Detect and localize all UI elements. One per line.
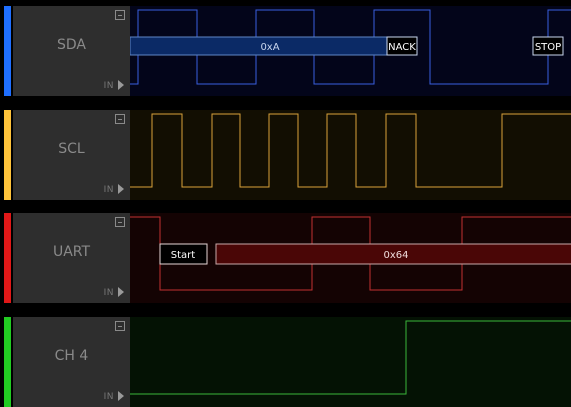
collapse-icon[interactable] — [115, 321, 125, 331]
collapse-icon[interactable] — [115, 217, 125, 227]
waveform-sda: 0xA NACK STOP — [130, 6, 571, 96]
channel-label-box[interactable]: UART IN — [13, 213, 130, 303]
signal-trace — [130, 9, 571, 85]
channel-label-box[interactable]: SCL IN — [13, 110, 130, 200]
signal-trace — [130, 320, 571, 395]
expand-arrow-icon[interactable] — [118, 391, 124, 401]
decode-text-nack: NACK — [388, 42, 416, 53]
channel-color-bar — [4, 6, 11, 96]
signal-trace — [130, 113, 571, 188]
channel-color-bar — [4, 110, 11, 200]
collapse-icon[interactable] — [115, 114, 125, 124]
collapse-icon[interactable] — [115, 10, 125, 20]
waveform-background — [130, 317, 571, 407]
waveform-scl — [130, 110, 571, 200]
channel-label-box[interactable]: SDA IN — [13, 6, 130, 96]
channel-scl: SCL IN — [0, 110, 571, 200]
decode-text-stop: STOP — [535, 42, 561, 53]
waveform-uart: Start 0x64 — [130, 213, 571, 303]
channel-color-bar — [4, 317, 11, 407]
channel-uart: UART IN Start 0x64 — [0, 213, 571, 303]
expand-arrow-icon[interactable] — [118, 184, 124, 194]
decode-bus-0xa — [130, 36, 388, 56]
channel-ch4: CH 4 IN — [0, 317, 571, 407]
decode-tag-nack — [386, 36, 418, 56]
channel-name: SCL — [58, 141, 85, 157]
decode-text-0xa: 0xA — [260, 42, 279, 53]
channel-color-bar — [4, 213, 11, 303]
decode-tag-stop — [532, 36, 564, 56]
expand-arrow-icon[interactable] — [118, 287, 124, 297]
waveform-ch4 — [130, 317, 571, 407]
input-label: IN — [103, 288, 114, 298]
decode-text-start: Start — [171, 250, 196, 261]
decode-text-0x64: 0x64 — [383, 250, 408, 261]
decode-tag-start — [159, 243, 208, 265]
input-label: IN — [103, 392, 114, 402]
channel-name: UART — [52, 244, 91, 260]
channel-label-box[interactable]: CH 4 IN — [13, 317, 130, 407]
channel-name: SDA — [57, 37, 86, 53]
input-label: IN — [103, 185, 114, 195]
input-label: IN — [103, 81, 114, 91]
decode-bus-0x64 — [215, 243, 571, 265]
channel-sda: SDA IN 0xA NACK STOP — [0, 6, 571, 96]
channel-name: CH 4 — [54, 348, 89, 364]
waveform-background — [130, 110, 571, 200]
expand-arrow-icon[interactable] — [118, 80, 124, 90]
